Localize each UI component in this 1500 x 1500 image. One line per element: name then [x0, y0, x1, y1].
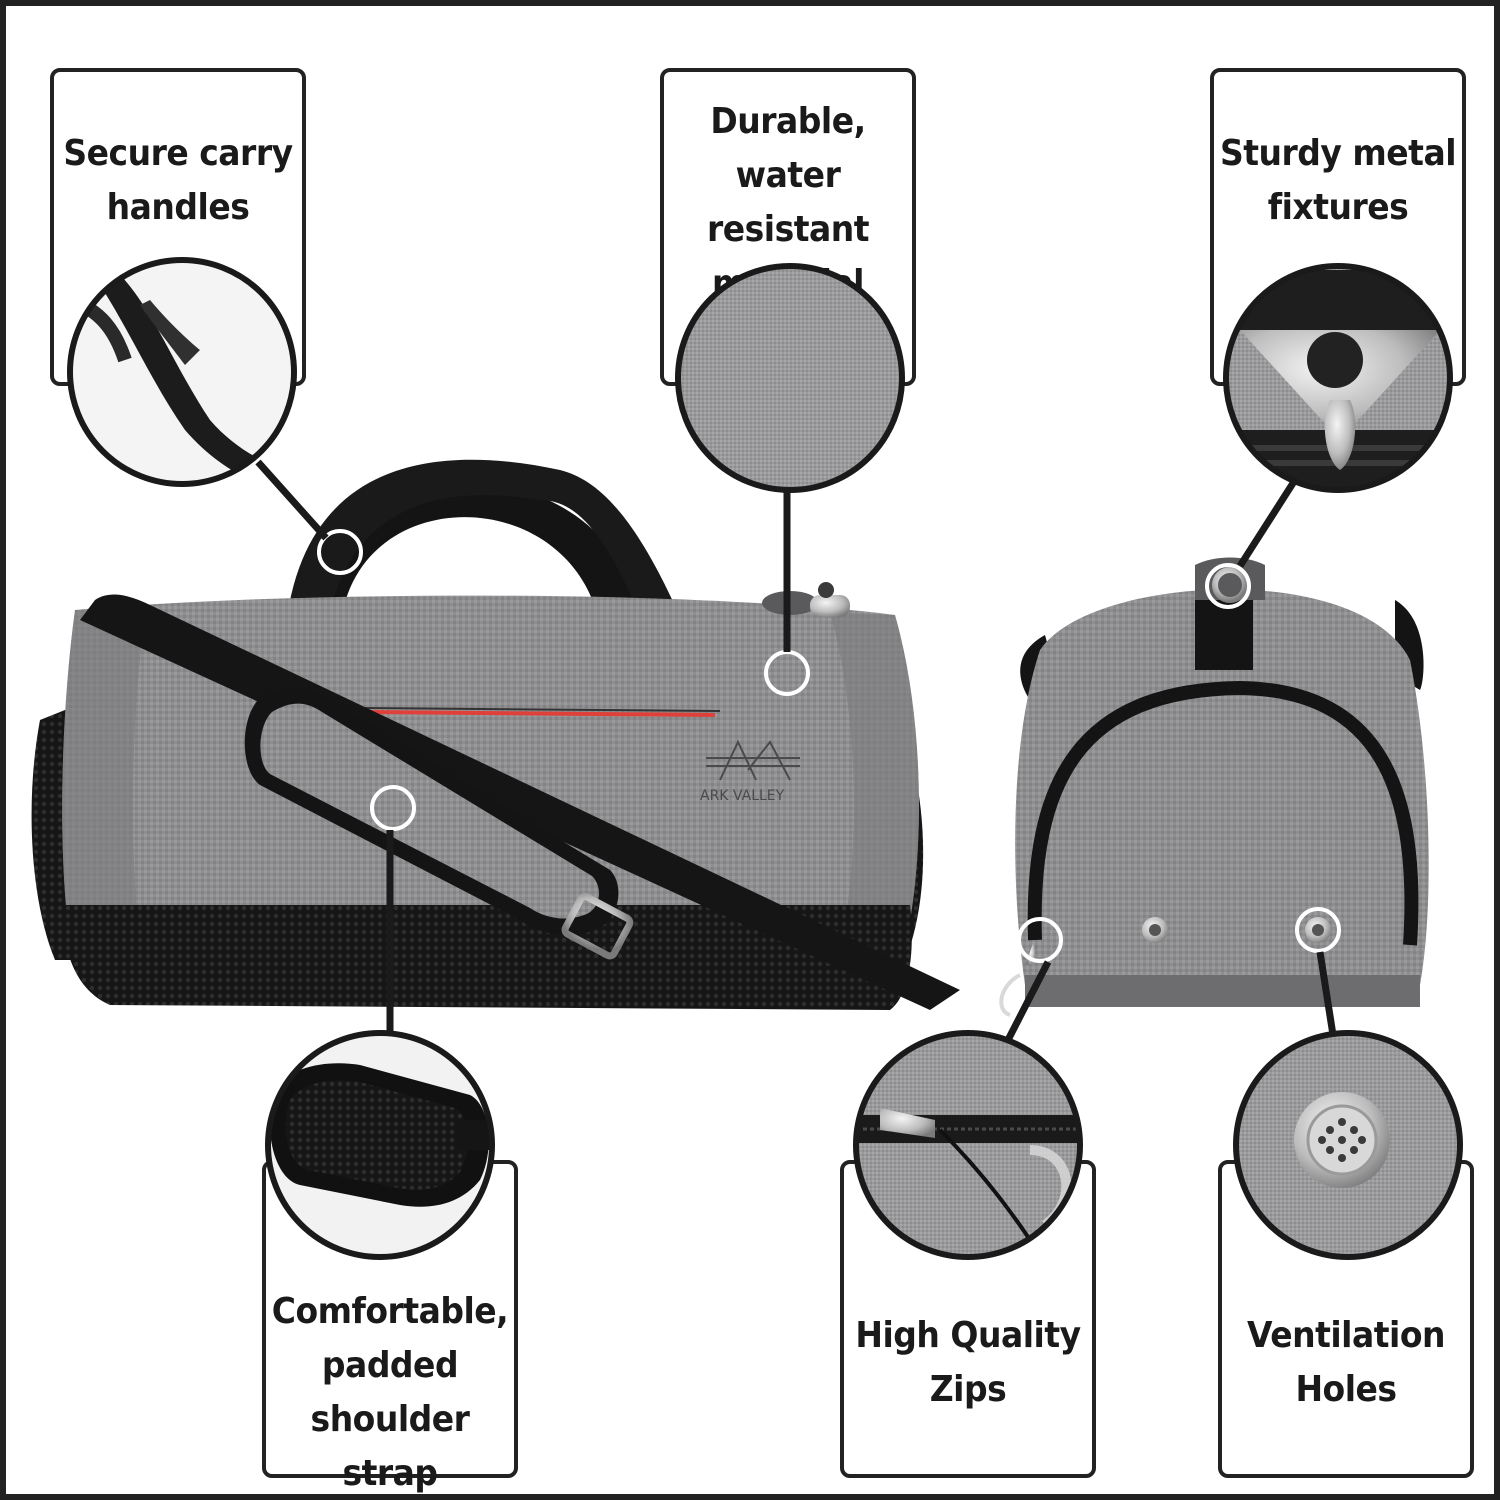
zoom-ventilation — [1233, 1030, 1463, 1260]
brand-logo: ARK VALLEY — [700, 739, 800, 804]
zoom-zips — [853, 1030, 1083, 1260]
bag-base — [62, 905, 912, 1010]
hotspot-strap — [370, 785, 416, 831]
callout-material-line1: Durable, — [710, 99, 866, 142]
callout-metal-fixtures-line2: fixtures — [1267, 185, 1409, 228]
callout-ventilation-line2: Holes — [1295, 1367, 1397, 1410]
callout-ventilation-line1: Ventilation — [1246, 1313, 1446, 1356]
callout-zips-line1: High Quality — [855, 1313, 1081, 1356]
front-pocket-zip — [1027, 680, 1419, 946]
zoom-shoulder-strap — [265, 1030, 495, 1260]
callout-material-line2: water resistant — [706, 153, 870, 250]
leader-line-zip — [1004, 960, 1052, 1042]
callout-shoulder-strap-line3: strap — [342, 1451, 438, 1494]
zipper-accent — [369, 710, 716, 717]
duffel-bag-end-view — [999, 557, 1429, 1017]
callout-zips-line2: Zips — [929, 1367, 1007, 1410]
callout-carry-handles-line1: Secure carry — [63, 131, 293, 174]
callout-shoulder-strap-line1: Comfortable, — [271, 1289, 509, 1332]
hotspot-vent — [1295, 907, 1341, 953]
hotspot-handle — [317, 529, 363, 575]
callout-carry-handles-text: Secure carry handles — [54, 126, 302, 234]
zoom-material — [675, 263, 905, 493]
callout-metal-fixtures-line1: Sturdy metal — [1219, 131, 1457, 174]
callout-metal-fixtures-text: Sturdy metal fixtures — [1214, 126, 1462, 234]
carry-handle-front — [285, 459, 690, 640]
callout-zips-text: High Quality Zips — [844, 1308, 1092, 1416]
callout-shoulder-strap-line2: padded shoulder — [310, 1343, 470, 1440]
zoom-metal-fixtures — [1223, 263, 1453, 493]
leader-line-handle — [255, 459, 329, 541]
duffel-bag-side-view: ARK VALLEY — [31, 459, 960, 1010]
callout-shoulder-strap-text: Comfortable, padded shoulder strap — [266, 1284, 514, 1500]
zoom-handle — [67, 257, 297, 487]
end-handle-loop — [1195, 600, 1253, 670]
leader-line-fixture — [1237, 478, 1298, 568]
callout-carry-handles-line2: handles — [106, 185, 250, 228]
hotspot-zip — [1017, 917, 1063, 963]
brand-logo-text: ARK VALLEY — [700, 788, 785, 804]
callout-ventilation-text: Ventilation Holes — [1222, 1308, 1470, 1416]
strap-buckle — [561, 893, 634, 960]
leader-line-vent — [1316, 951, 1337, 1036]
hotspot-fixture — [1205, 563, 1251, 609]
